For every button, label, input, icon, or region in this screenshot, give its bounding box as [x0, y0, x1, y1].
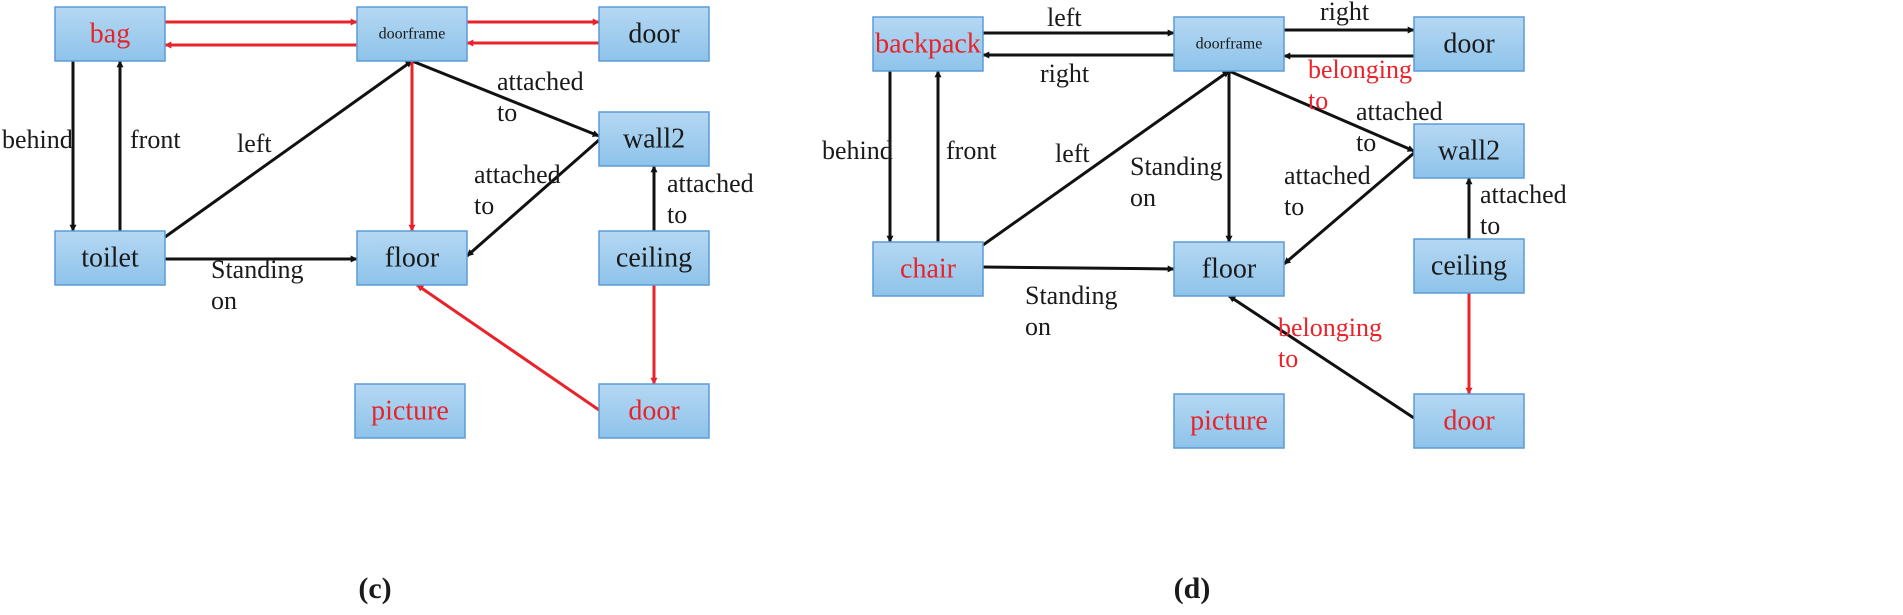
- panel-c-node-box-floor: [356, 230, 468, 286]
- panel-c-node-ceiling: ceiling: [598, 230, 710, 286]
- panel-d-node-label-picture: picture: [1190, 406, 1268, 437]
- panel-d-edge-label-left: left: [1055, 139, 1090, 168]
- panel-c-node-box-doorframe: [356, 6, 468, 62]
- nodes-layer: bag doorframe door wall2 toilet floor ceiling p…: [54, 6, 1525, 449]
- panel-d-node-floor: floor: [1173, 241, 1285, 297]
- panel-d-edge-label-behind: behind: [822, 136, 893, 165]
- panel-c-node-label-doorframe: doorframe: [379, 26, 446, 43]
- panel-c-node-toilet: toilet: [54, 230, 166, 286]
- panel-c-node-floor: floor: [356, 230, 468, 286]
- panel-c-node-wall2: wall2: [598, 111, 710, 167]
- panel-d-node-label-floor: floor: [1202, 254, 1257, 285]
- panel-d-node-box-chair: [872, 241, 984, 297]
- panel-d-edge-label-right-top: right: [1320, 0, 1370, 26]
- panel-c-node-box-ceiling: [598, 230, 710, 286]
- panel-d-node-chair: chair: [872, 241, 984, 297]
- panel-d-node-wall2: wall2: [1413, 123, 1525, 179]
- panel-c-edge-doorframe-wall2: [411, 59, 600, 138]
- panel-d-node-ceiling: ceiling: [1413, 238, 1525, 294]
- panel-d-node-label-doorframe: doorframe: [1196, 36, 1263, 53]
- panel-d-edge-label-front: front: [946, 136, 997, 165]
- panel-c-node-label-ceiling: ceiling: [616, 243, 692, 274]
- panel-d-node-label-backpack: backpack: [875, 29, 981, 60]
- panel-d-node-label-ceiling: ceiling: [1431, 251, 1507, 282]
- panel-d-node-label-door: door: [1443, 29, 1495, 60]
- panel-d-node-box-backpack: [872, 16, 984, 72]
- panel-d-node-box-picture: [1173, 393, 1285, 449]
- panel-c-node-bag: bag: [54, 6, 166, 62]
- panel-c-edge-door2-floor: [416, 283, 600, 412]
- panel-d-node-box-wall2: [1413, 123, 1525, 179]
- panel-c-node-door2: door: [598, 383, 710, 439]
- panel-c-edge-label-front: front: [130, 125, 181, 154]
- panel-d-edge-wall2-floor: [1283, 151, 1415, 266]
- panel-d-node-picture: picture: [1173, 393, 1285, 449]
- panel-d-edge-doorframe-wall2: [1228, 69, 1415, 153]
- panel-c-node-label-door: door: [628, 19, 680, 50]
- panel-d-node-label-wall2: wall2: [1438, 136, 1500, 167]
- panel-c-node-door: door: [598, 6, 710, 62]
- panel-d-node-doorframe: doorframe: [1173, 16, 1285, 72]
- panel-d-node-door2: door: [1413, 393, 1525, 449]
- panel-d-node-door: door: [1413, 16, 1525, 72]
- panel-c-node-label-door2: door: [628, 396, 680, 427]
- panel-d-edge-chair-floor: [982, 265, 1175, 273]
- panel-c-node-label-floor: floor: [385, 243, 440, 274]
- panel-d-caption: (d): [1174, 572, 1211, 605]
- panel-c-node-picture: picture: [354, 383, 466, 439]
- panel-c-node-box-door2: [598, 383, 710, 439]
- panel-d-edge-label-right-bottom: right: [1040, 59, 1090, 88]
- panel-d-node-box-door: [1413, 16, 1525, 72]
- panel-d-node-box-doorframe: [1173, 16, 1285, 72]
- panel-d-node-box-ceiling: [1413, 238, 1525, 294]
- panel-c-caption: (c): [358, 572, 391, 605]
- panel-d-node-box-door2: [1413, 393, 1525, 449]
- panel-c-node-box-picture: [354, 383, 466, 439]
- panel-d-node-backpack: backpack: [872, 16, 984, 72]
- panel-c-edge-label-left: left: [237, 129, 272, 158]
- panel-c-edge-wall2-floor: [466, 138, 600, 258]
- panel-c-edge-toilet-doorframe: [164, 59, 413, 239]
- panel-c-node-label-wall2: wall2: [623, 124, 685, 155]
- panel-d-edge-door2-floor: [1228, 294, 1415, 420]
- captions-layer: (c) (d): [358, 572, 1210, 605]
- panel-c-node-label-bag: bag: [90, 19, 130, 50]
- panel-c-node-doorframe: doorframe: [356, 6, 468, 62]
- panel-c-node-box-toilet: [54, 230, 166, 286]
- panel-d-edge-label-left-top: left: [1047, 3, 1082, 32]
- panel-c-node-label-toilet: toilet: [81, 243, 139, 274]
- panel-d-node-label-door2: door: [1443, 406, 1495, 437]
- panel-d-edge-chair-doorframe: [982, 69, 1230, 247]
- panel-c-node-box-bag: [54, 6, 166, 62]
- panel-c-node-box-door: [598, 6, 710, 62]
- edges-layer: [69, 18, 1473, 420]
- panel-c-node-box-wall2: [598, 111, 710, 167]
- panel-c-edge-label-behind: behind: [2, 125, 73, 154]
- panel-c-node-label-picture: picture: [371, 396, 449, 427]
- panel-d-node-label-chair: chair: [900, 254, 957, 285]
- panel-d-node-box-floor: [1173, 241, 1285, 297]
